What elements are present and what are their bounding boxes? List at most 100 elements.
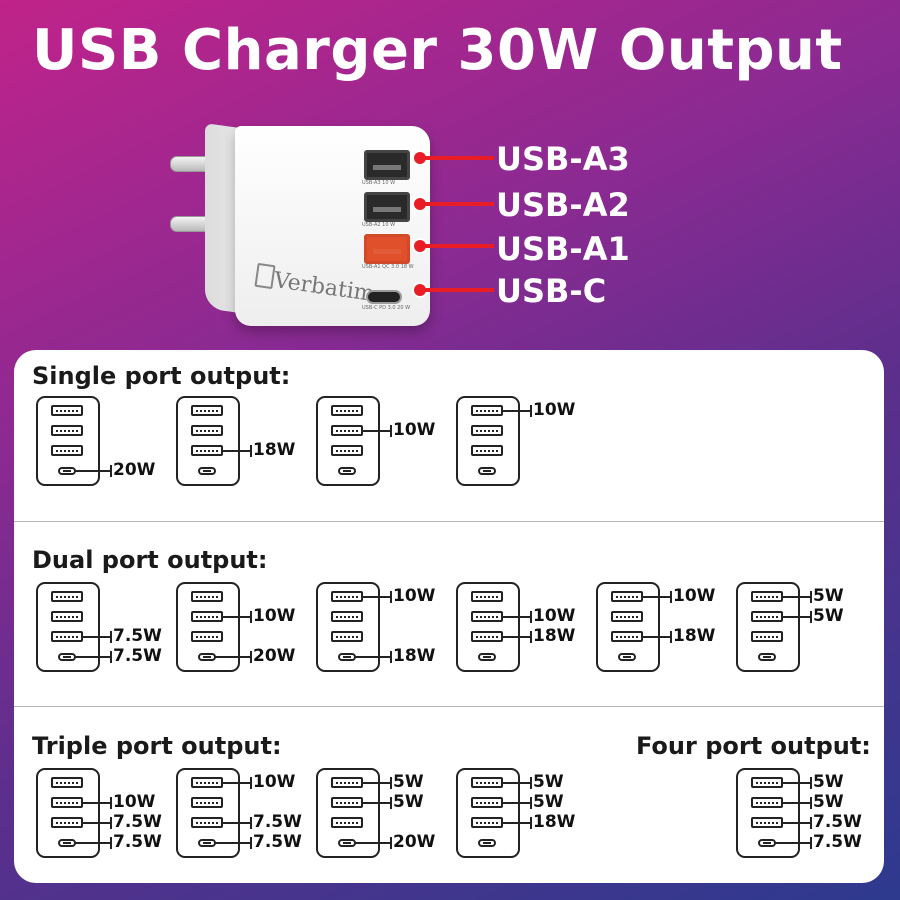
output-config-panel: Single port output: Dual port output: Tr… [14, 350, 884, 883]
output-watt-label: 7.5W [253, 812, 302, 832]
output-watt-label: 5W [393, 772, 424, 792]
output-line [214, 837, 252, 849]
usb-a-port-icon [751, 631, 783, 642]
output-watt-label: 18W [253, 440, 296, 460]
output-line [354, 651, 392, 663]
output-watt-label: 7.5W [113, 832, 162, 852]
output-line [501, 631, 532, 643]
output-line [221, 777, 252, 789]
dual-port-heading: Dual port output: [32, 546, 268, 574]
usb-a-port-icon [51, 797, 83, 808]
output-watt-label: 20W [253, 646, 296, 666]
usb-c-port-icon [478, 653, 496, 661]
usb-a-port-icon [471, 611, 503, 622]
callout-usb-a3: USB-A3 [496, 140, 630, 178]
dual-port-diagram: 10W 18W [316, 582, 435, 672]
usb-a-port-icon [51, 445, 83, 456]
output-line [781, 817, 812, 829]
usb-a-port-icon [471, 797, 503, 808]
output-watt-label: 10W [253, 606, 296, 626]
usb-a-port-icon [191, 631, 223, 642]
divider [14, 521, 884, 522]
usb-a-port-icon [191, 817, 223, 828]
output-line [361, 797, 392, 809]
four-port-heading: Four port output: [636, 732, 871, 760]
usb-a-port-icon [51, 777, 83, 788]
output-line [501, 611, 532, 623]
single-port-diagram: 18W [176, 396, 295, 486]
output-watt-label: 20W [393, 832, 436, 852]
output-line [81, 797, 112, 809]
output-watt-label: 20W [113, 460, 156, 480]
usb-a-port-icon [611, 611, 643, 622]
output-watt-label: 7.5W [113, 626, 162, 646]
output-watt-label: 18W [533, 626, 576, 646]
output-watt-label: 10W [253, 772, 296, 792]
callout-dot [414, 198, 426, 210]
output-line [641, 631, 672, 643]
output-watt-label: 10W [533, 400, 576, 420]
usb-a1-tiny-label: USB-A1 QC 3.0 18 W [362, 264, 414, 270]
usb-a-port-icon [751, 777, 783, 788]
output-watt-label: 18W [393, 646, 436, 666]
usb-a-port-icon [51, 817, 83, 828]
output-watt-label: 5W [813, 586, 844, 606]
usb-a-port-icon [331, 425, 363, 436]
usb-a-port-icon [331, 631, 363, 642]
output-watt-label: 10W [393, 586, 436, 606]
output-line [221, 445, 252, 457]
charger-illustration: Verbatim USB-A3 10 W USB-A2 10 W USB-A1 … [170, 118, 440, 333]
output-line [781, 777, 812, 789]
single-port-diagram: 20W [36, 396, 155, 486]
usb-a-port-icon [611, 591, 643, 602]
output-line [354, 837, 392, 849]
output-line [74, 465, 112, 477]
usb-a-port-icon [191, 777, 223, 788]
divider [14, 706, 884, 707]
output-line [501, 797, 532, 809]
output-line [781, 611, 812, 623]
usb-a2-tiny-label: USB-A2 10 W [362, 222, 396, 228]
usb-a-port-icon [471, 445, 503, 456]
output-watt-label: 10W [113, 792, 156, 812]
output-line [221, 817, 252, 829]
output-line [74, 837, 112, 849]
usb-c-tiny-label: USB-C PD 3.0 20 W [362, 305, 411, 311]
output-line [641, 591, 672, 603]
usb-a-port-icon [751, 611, 783, 622]
usb-c-port-icon [478, 839, 496, 847]
usb-a-port-icon [51, 611, 83, 622]
output-watt-label: 5W [813, 772, 844, 792]
output-line [361, 777, 392, 789]
output-watt-label: 5W [533, 792, 564, 812]
usb-a-port-icon [51, 631, 83, 642]
output-watt-label: 7.5W [113, 646, 162, 666]
usb-a-port-icon [331, 405, 363, 416]
output-watt-label: 5W [393, 792, 424, 812]
callout-usb-c: USB-C [496, 272, 607, 310]
output-line [774, 837, 812, 849]
usb-c-port-icon [618, 653, 636, 661]
callout-dot [414, 284, 426, 296]
usb-a-port-icon [191, 591, 223, 602]
single-port-heading: Single port output: [32, 362, 291, 390]
page-title: USB Charger 30W Output [32, 18, 843, 83]
usb-a-port-icon [751, 591, 783, 602]
usb-a-port-icon [331, 797, 363, 808]
output-line [221, 611, 252, 623]
output-watt-label: 10W [533, 606, 576, 626]
output-watt-label: 7.5W [253, 832, 302, 852]
usb-a-port-icon [471, 425, 503, 436]
callout-dot [414, 152, 426, 164]
usb-a-port-icon [51, 425, 83, 436]
usb-a-port-icon [191, 405, 223, 416]
usb-a-port-icon [751, 797, 783, 808]
single-port-diagram: 10W [456, 396, 575, 486]
usb-a-port-icon [471, 817, 503, 828]
usb-a-port-icon [51, 405, 83, 416]
callout-usb-a2: USB-A2 [496, 186, 630, 224]
usb-a-port-icon [331, 611, 363, 622]
